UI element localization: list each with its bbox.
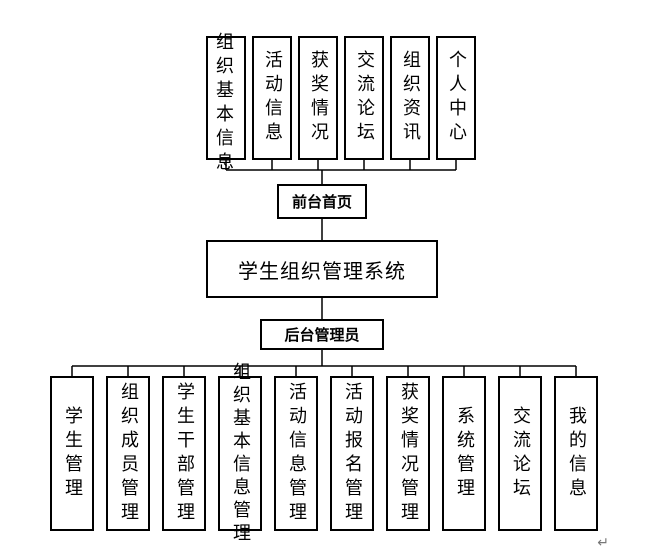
node-label: 获奖情况管理	[398, 381, 419, 526]
node-label: 活动信息	[262, 50, 283, 146]
node-activity-info-mgmt: 活动信息管理	[274, 376, 318, 531]
node-org-news: 组织资讯	[390, 36, 430, 160]
node-label: 组织资讯	[400, 50, 421, 146]
node-student-mgmt: 学生管理	[50, 376, 94, 531]
node-system-mgmt: 系统管理	[442, 376, 486, 531]
node-frontend-home: 前台首页	[277, 184, 367, 219]
node-cadre-mgmt: 学生干部管理	[162, 376, 206, 531]
node-label: 活动信息管理	[286, 381, 307, 526]
node-org-basic-info: 组织基本信息	[206, 32, 246, 176]
node-my-info: 我的信息	[554, 376, 598, 531]
node-label: 我的信息	[566, 405, 587, 502]
node-label: 系统管理	[454, 405, 475, 502]
node-activity-signup-mgmt: 活动报名管理	[330, 376, 374, 531]
node-member-mgmt: 组织成员管理	[106, 376, 150, 531]
node-backend-admin: 后台管理员	[260, 319, 384, 350]
node-label: 个人中心	[446, 50, 467, 146]
node-label: 学生管理	[62, 405, 83, 502]
node-personal-center: 个人中心	[436, 36, 476, 160]
node-system-root: 学生组织管理系统	[206, 240, 438, 298]
node-forum-backend: 交流论坛	[498, 376, 542, 531]
node-label: 交流论坛	[354, 50, 375, 146]
node-label: 后台管理员	[284, 326, 360, 344]
node-label: 前台首页	[291, 193, 352, 211]
node-org-basic-info-mgmt: 组织基本信息管理	[218, 362, 262, 546]
node-label: 活动报名管理	[342, 381, 363, 526]
root-label: 学生组织管理系统	[238, 258, 406, 283]
node-label: 组织基本信息管理	[230, 362, 251, 546]
node-label: 学生干部管理	[174, 381, 195, 526]
node-label: 获奖情况	[308, 50, 329, 146]
node-awards: 获奖情况	[298, 36, 338, 160]
node-activity-info: 活动信息	[252, 36, 292, 160]
node-label: 组织基本信息	[213, 32, 234, 176]
node-label: 交流论坛	[510, 405, 531, 502]
node-label: 组织成员管理	[118, 381, 139, 526]
node-awards-mgmt: 获奖情况管理	[386, 376, 430, 531]
node-forum: 交流论坛	[344, 36, 384, 160]
paragraph-return-mark: ↵	[597, 535, 609, 551]
